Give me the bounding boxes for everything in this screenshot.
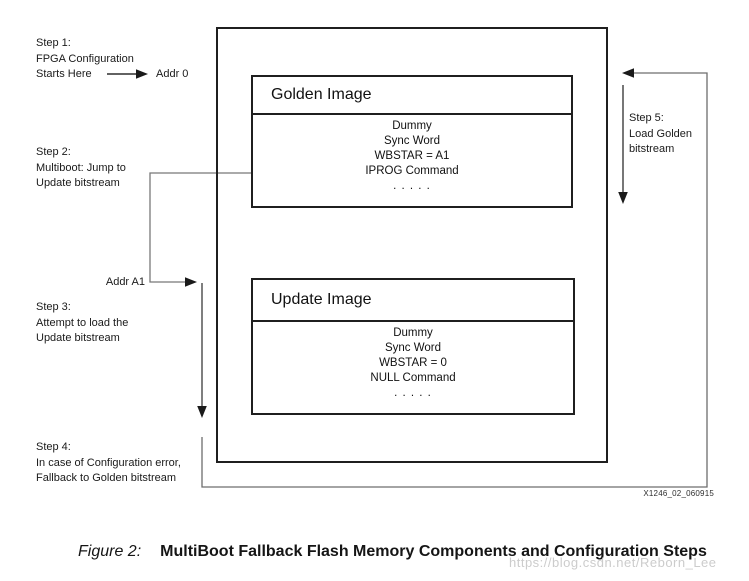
golden-row-dots: . . . . . [393, 180, 431, 192]
update-image-box: Update Image Dummy Sync Word WBSTAR = 0 … [251, 278, 575, 415]
golden-image-title: Golden Image [253, 77, 571, 115]
addr-a1-label: Addr A1 [105, 276, 145, 288]
step1-line1: Step 1: [36, 37, 71, 49]
step4-line2: In case of Configuration error, [36, 456, 181, 469]
step5-line3: bitstream [629, 143, 675, 155]
golden-row-wbstar: WBSTAR = A1 [374, 150, 450, 162]
flash-memory-outline [216, 27, 608, 463]
golden-image-body: Dummy Sync Word WBSTAR = A1 IPROG Comman… [253, 115, 571, 194]
step2-line2: Multiboot: Jump to [36, 161, 126, 174]
figure-caption: Figure 2: MultiBoot Fallback Flash Memor… [78, 543, 707, 561]
step3-line2: Attempt to load the [36, 316, 129, 329]
step3-line1: Step 3: [36, 301, 71, 313]
step1-line2: FPGA Configuration [36, 52, 134, 65]
golden-row-syncword: Sync Word [383, 135, 441, 147]
step3-line3: Update bitstream [36, 332, 120, 344]
update-row-wbstar: WBSTAR = 0 [379, 357, 447, 369]
step1-annotation: Step 1: FPGA Configuration Starts Here [36, 36, 134, 83]
step2-line1: Step 2: [36, 146, 71, 158]
step4-line1: Step 4: [36, 441, 71, 453]
golden-image-box: Golden Image Dummy Sync Word WBSTAR = A1… [251, 75, 573, 208]
update-image-title: Update Image [253, 280, 573, 322]
step1-arrowhead-icon [136, 69, 148, 79]
step5-line2: Load Golden [629, 127, 692, 140]
step1-line3: Starts Here [36, 68, 92, 80]
step3-annotation: Step 3: Attempt to load the Update bitst… [36, 300, 128, 347]
fallback-loop-line [201, 72, 708, 488]
step2-jump-line [149, 172, 325, 283]
step2-annotation: Step 2: Multiboot: Jump to Update bitstr… [36, 145, 126, 192]
figure-title: MultiBoot Fallback Flash Memory Componen… [160, 543, 707, 560]
update-row-syncword: Sync Word [384, 342, 442, 354]
update-row-null: NULL Command [370, 372, 456, 384]
step4-line3: Fallback to Golden bitstream [36, 472, 177, 484]
fallback-left-arrowhead-icon [622, 68, 634, 78]
step5-annotation: Step 5: Load Golden bitstream [629, 111, 692, 158]
step4-annotation: Step 4: In case of Configuration error, … [36, 440, 181, 487]
step5-line1: Step 5: [629, 112, 664, 124]
update-row-dummy: Dummy [393, 327, 433, 339]
golden-row-iprog: IPROG Command [365, 165, 459, 177]
update-row-dots: . . . . . [394, 387, 432, 399]
update-image-body: Dummy Sync Word WBSTAR = 0 NULL Command … [253, 322, 573, 401]
step4-down-arrowhead-icon [197, 406, 207, 418]
figure-ref-code: X1246_02_060915 [643, 489, 714, 498]
golden-row-dummy: Dummy [392, 120, 432, 132]
figure-number-label: Figure 2: [78, 543, 142, 560]
addr-a1-arrowhead-icon [185, 277, 197, 287]
step2-line3: Update bitstream [36, 177, 120, 189]
step5-down-arrowhead-icon [618, 192, 628, 204]
addr0-label: Addr 0 [156, 68, 189, 80]
